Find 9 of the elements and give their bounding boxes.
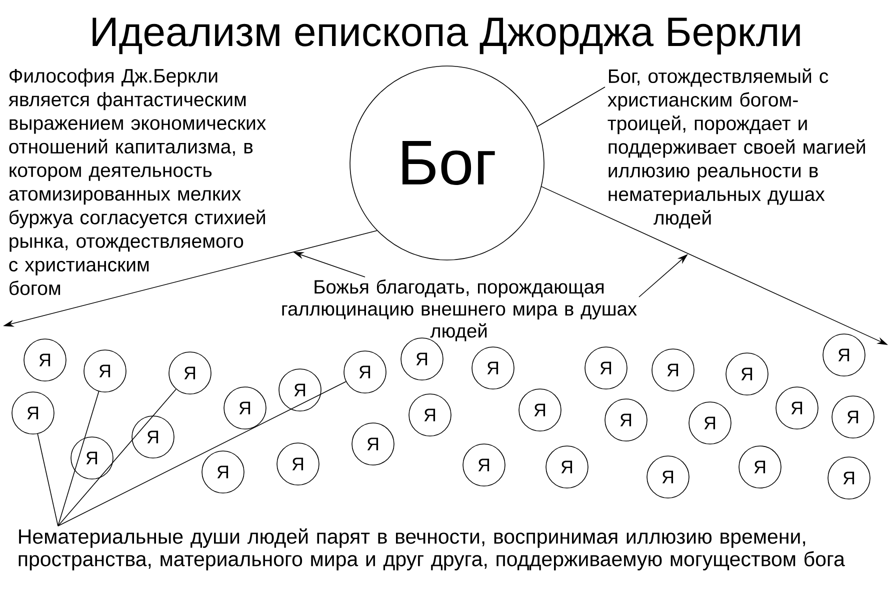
leader-line <box>37 434 58 526</box>
leader-line <box>536 86 606 127</box>
annotation-text: Нематериальные души людей парят в вечности, воспринимая иллюзию времени, пространства, материального мира и друг друга, поддерживаемую могуществом бога <box>18 528 845 570</box>
title: Идеализм епископа Джорджа Беркли <box>92 18 800 54</box>
leader-line <box>58 388 176 526</box>
leader-line <box>58 381 346 526</box>
annotation-text: Философия Дж.Беркли является фантастическим выражением экономических отношений капитализма, в котором деятельность атомизированных мелких буржуа согласуется стихией рынка, отождествляемого с христианским богом <box>8 68 266 296</box>
annotation-text: Бог, отождествляемый с христианским богом-троицей, порождает и поддерживает своей магией иллюзию реальности в нематериальных душах людей <box>608 68 865 228</box>
leader-line <box>58 391 100 526</box>
